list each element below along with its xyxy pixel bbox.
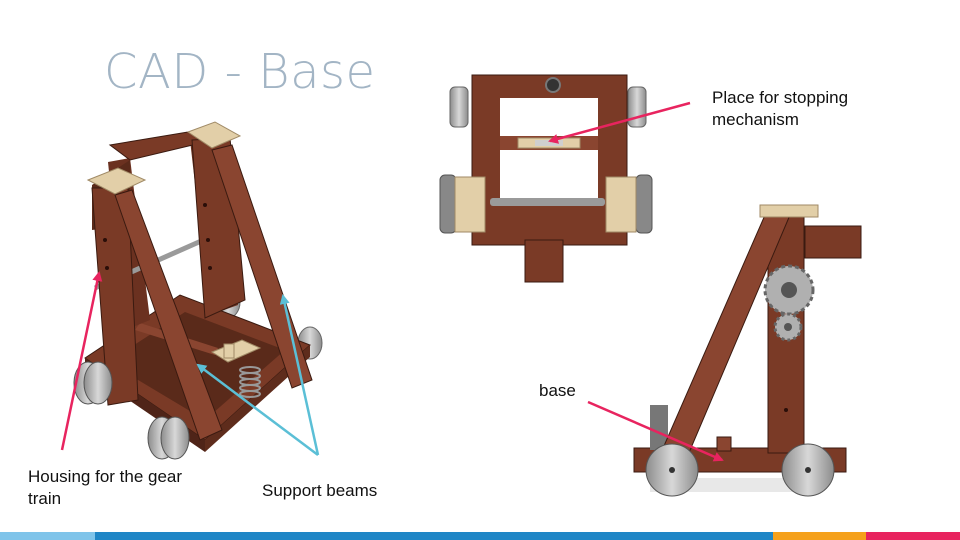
footer-segment-light-blue <box>0 532 95 540</box>
housing-arrow <box>60 271 103 451</box>
base-arrow <box>587 400 724 462</box>
top-view-model <box>439 74 653 283</box>
annotation-arrows <box>60 101 724 462</box>
isometric-model <box>73 121 323 460</box>
side-view-model <box>633 204 862 497</box>
support-arrow-1 <box>196 363 319 456</box>
label-housing-gear-train: Housing for the gear train <box>28 467 183 508</box>
label-stopping-mechanism: Place for stopping mechanism <box>712 88 849 129</box>
footer-color-bar <box>0 532 960 540</box>
label-support-beams: Support beams <box>262 481 378 500</box>
footer-segment-blue <box>95 532 773 540</box>
label-base: base <box>539 381 576 400</box>
footer-segment-orange <box>773 532 866 540</box>
stopping-arrow <box>548 101 691 144</box>
footer-segment-pink <box>866 532 960 540</box>
slide-title: CAD - Base <box>104 44 376 100</box>
support-arrow-2 <box>279 294 320 456</box>
